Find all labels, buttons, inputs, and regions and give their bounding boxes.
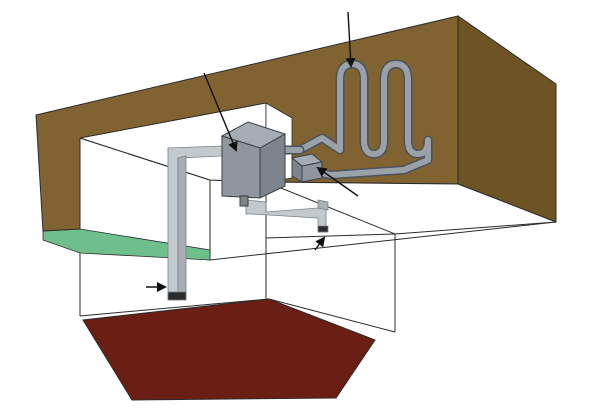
compressor-box (290, 153, 324, 183)
right-duct (245, 199, 327, 233)
arrow-to-right-duct-outlet (314, 236, 326, 251)
arrow-to-coil-tubing (345, 11, 356, 68)
arrow-to-compressor-box (316, 166, 359, 197)
indoor-unit (220, 121, 287, 207)
ceiling-slab (35, 15, 557, 235)
left-duct-outlet (167, 291, 187, 301)
right-duct-outlet (317, 225, 329, 233)
pointer-arrows (146, 11, 359, 292)
ducts (167, 145, 329, 301)
ceiling-underside (265, 181, 557, 235)
floor-surface (82, 298, 376, 401)
arrow-to-indoor-unit (203, 72, 238, 152)
